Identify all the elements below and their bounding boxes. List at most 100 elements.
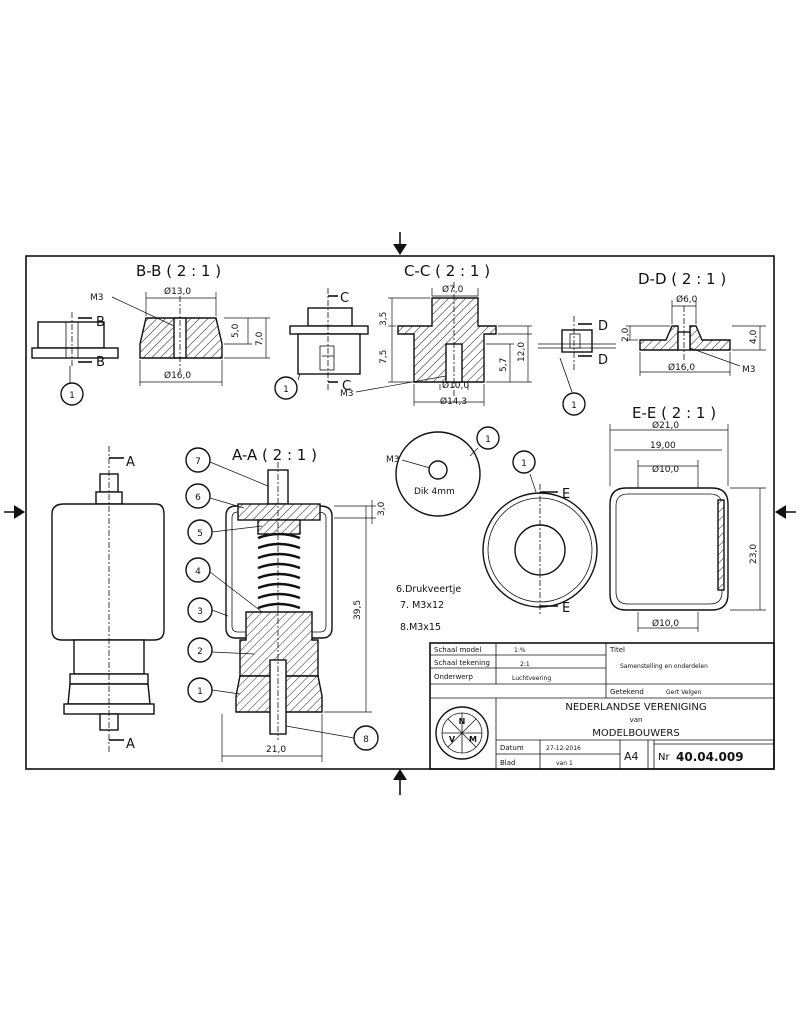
svg-text:2: 2 (197, 647, 203, 657)
section-title-ee: E-E ( 2 : 1 ) (632, 404, 716, 422)
svg-text:1: 1 (485, 435, 491, 445)
dim-bb-h1: 5,0 (231, 323, 241, 338)
dim-aa-h2: 39,5 (353, 600, 363, 620)
balloon-item-1-disc: 1 (476, 426, 500, 450)
cut-letter-e-bottom: E (562, 601, 570, 616)
part-d-view (538, 316, 616, 393)
centering-arrow-top (393, 232, 407, 255)
svg-text:4: 4 (195, 567, 201, 577)
tb-blad-value: van 1 (556, 760, 573, 767)
dim-aa-width: 21,0 (266, 745, 286, 755)
assembly-exterior-view (51, 446, 165, 752)
section-cc-drawing (355, 282, 532, 406)
dim-cc-h4: 12,0 (517, 342, 527, 362)
cut-letter-a-bottom: A (126, 737, 135, 752)
svg-text:1: 1 (69, 391, 75, 401)
dim-bb-bottom: Ø16,0 (164, 370, 191, 381)
svg-text:N: N (459, 717, 466, 726)
tb-format: A4 (624, 750, 639, 763)
svg-text:1: 1 (571, 401, 577, 411)
tb-datum-label: Datum (500, 744, 524, 752)
balloon-item-3: 3 (187, 597, 213, 623)
tb-onderwerp-value: Luchtveering (512, 675, 551, 682)
section-title-bb: B-B ( 2 : 1 ) (136, 262, 221, 280)
parts-note-7: 7. M3x12 (400, 600, 444, 611)
balloon-item-1-ring: 1 (512, 450, 536, 474)
cut-letter-b-bottom: B (96, 355, 105, 370)
part1-nut-view (289, 288, 369, 392)
svg-text:7: 7 (195, 457, 201, 467)
tb-titel-label: Titel (609, 646, 625, 654)
tb-titel-value: Samenstelling en onderdelen (620, 663, 708, 670)
balloon-item-6: 6 (185, 483, 211, 509)
svg-text:1: 1 (197, 687, 203, 697)
tb-schaal-model-value: 1:% (514, 647, 526, 654)
cut-letter-e-top: E (562, 487, 570, 502)
dim-aa-h1: 3,0 (377, 501, 387, 516)
disc-part-view (395, 431, 481, 517)
disc-thread-label: M3 (386, 455, 400, 465)
svg-text:5: 5 (197, 529, 203, 539)
tb-schaal-tekening-value: 2:1 (520, 661, 530, 668)
cut-letter-d-top: D (598, 319, 608, 334)
balloon-item-1-aa: 1 (187, 677, 213, 703)
parts-note-6: 6.Drukveertje (396, 584, 461, 595)
balloon-item-1-dd: 1 (562, 392, 586, 416)
disc-thickness-note: Dik 4mm (414, 487, 455, 497)
balloon-item-2: 2 (187, 637, 213, 663)
dim-bb-thread: M3 (90, 293, 104, 303)
nvm-logo: N V M (435, 706, 489, 760)
svg-text:8: 8 (363, 735, 369, 745)
dim-cc-b1: Ø10,0 (442, 380, 469, 391)
ring-part-view (482, 473, 598, 614)
svg-text:1: 1 (283, 385, 289, 395)
dim-cc-thread: M3 (340, 389, 354, 399)
dim-cc-h2: 7,5 (379, 350, 389, 364)
tb-schaal-tekening-label: Schaal tekening (434, 659, 490, 667)
dim-bb-top: Ø13,0 (164, 286, 191, 297)
centering-arrow-right (775, 505, 796, 519)
dim-dd-top: Ø6,0 (676, 294, 698, 305)
dim-dd-bottom: Ø16,0 (668, 362, 695, 373)
balloon-item-8: 8 (353, 725, 379, 751)
section-title-dd: D-D ( 2 : 1 ) (638, 270, 726, 288)
dim-ee-height: 23,0 (749, 544, 759, 564)
cut-letter-c-bottom: C (342, 379, 351, 394)
parts-note-8: 8.M3x15 (400, 622, 441, 633)
tb-org-line1: NEDERLANDSE VERENIGING (565, 702, 706, 713)
cut-letter-d-bottom: D (598, 353, 608, 368)
section-dd-drawing (626, 300, 766, 376)
centering-arrow-bottom (393, 769, 407, 795)
dim-cc-h3: 5,7 (499, 358, 509, 372)
section-aa-drawing (209, 461, 376, 762)
tb-org-line2: van (630, 716, 643, 724)
tb-org-line3: MODELBOUWERS (592, 728, 679, 739)
svg-text:M: M (469, 735, 477, 744)
dim-dd-h1: 2,0 (621, 327, 631, 342)
cut-letter-c-top: C (340, 291, 349, 306)
tb-getekend-value: Gert Velgen (666, 689, 702, 696)
centering-arrow-left (4, 505, 25, 519)
dim-dd-thread: M3 (742, 365, 756, 375)
balloon-item-1-bb: 1 (60, 382, 84, 406)
dim-dd-h2: 4,0 (749, 329, 759, 344)
section-bb-drawing (111, 292, 270, 386)
tb-getekend-label: Getekend (610, 688, 644, 696)
balloon-item-4: 4 (185, 557, 211, 583)
balloon-item-7: 7 (185, 447, 211, 473)
tb-blad-label: Blad (500, 759, 515, 767)
section-ee-drawing (609, 424, 766, 632)
dim-ee-outer: Ø21,0 (652, 420, 679, 431)
tb-onderwerp-label: Onderwerp (434, 673, 473, 681)
part1-side-view (31, 312, 119, 384)
dim-cc-top: Ø7,0 (442, 284, 464, 295)
svg-text:1: 1 (521, 459, 527, 469)
dim-ee-top-hole: Ø10,0 (652, 464, 679, 475)
dim-bb-h2: 7,0 (255, 331, 265, 346)
cut-letter-b-top: B (96, 315, 105, 330)
dim-cc-b2: Ø14,3 (440, 396, 467, 407)
balloon-item-5: 5 (187, 519, 213, 545)
tb-datum-value: 27-12-2016 (546, 745, 581, 752)
tb-nr-label: Nr (658, 752, 670, 763)
tb-schaal-model-label: Schaal model (434, 646, 481, 654)
